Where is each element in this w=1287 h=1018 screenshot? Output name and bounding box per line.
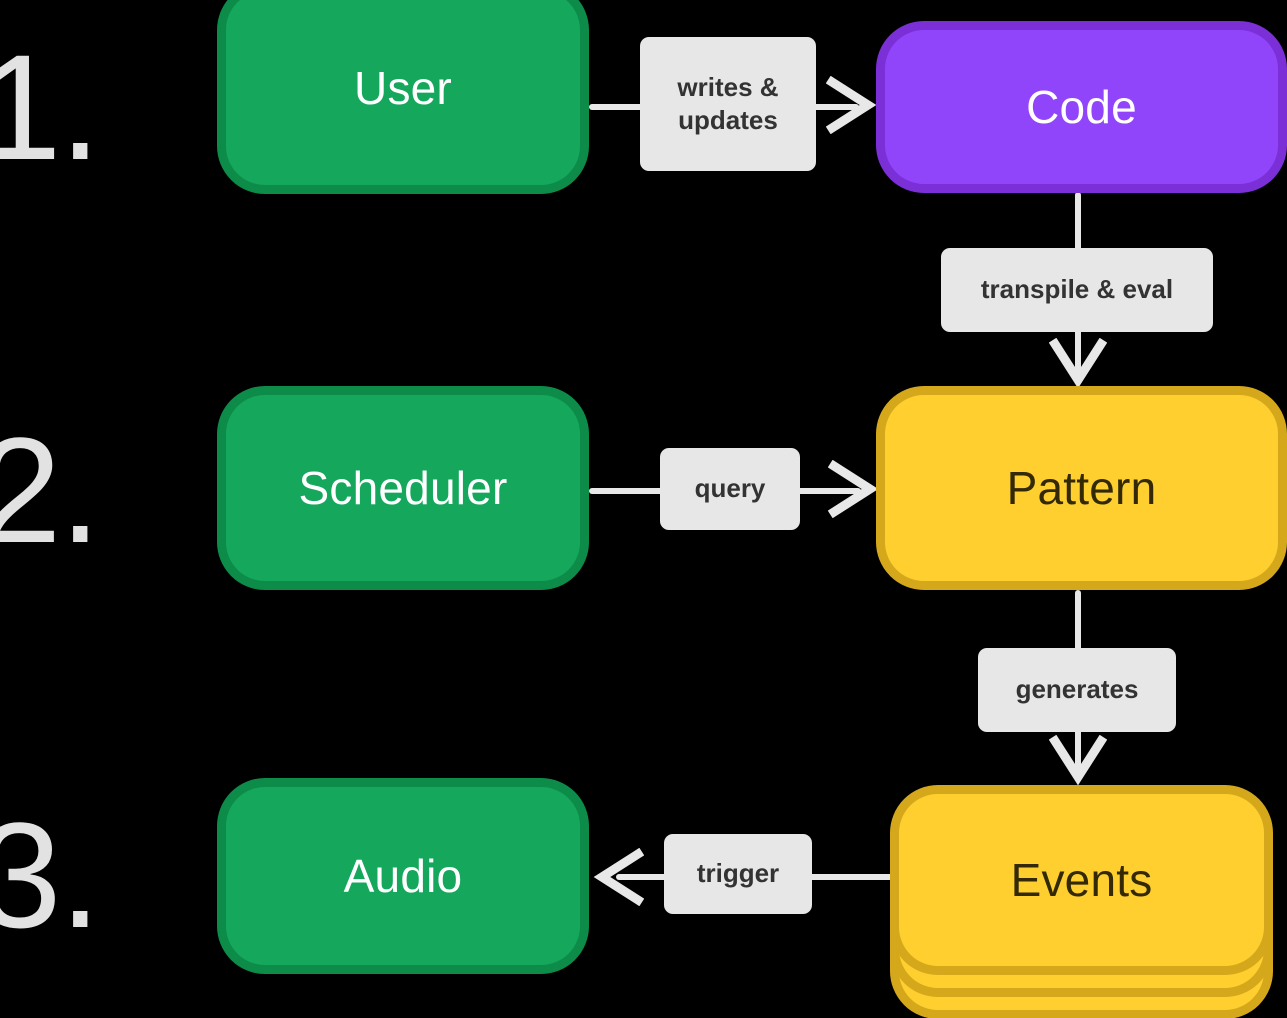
edge-label-trigger: trigger xyxy=(664,834,812,914)
node-scheduler[interactable]: Scheduler xyxy=(217,386,589,590)
arrowhead-pattern-events xyxy=(1048,734,1108,787)
node-user[interactable]: User xyxy=(217,0,589,194)
node-events[interactable]: Events xyxy=(890,785,1273,975)
node-audio-label: Audio xyxy=(343,850,463,902)
edge-label-transpile-eval: transpile & eval xyxy=(941,248,1213,332)
node-user-label: User xyxy=(354,62,452,114)
arrowhead-events-audio xyxy=(592,847,645,907)
node-events-label: Events xyxy=(1010,854,1153,906)
node-pattern[interactable]: Pattern xyxy=(876,386,1287,590)
edge-label-generates: generates xyxy=(978,648,1176,732)
arrowhead-user-code xyxy=(825,75,878,135)
step-number-1: 1. xyxy=(0,23,101,191)
step-number-3: 3. xyxy=(0,791,101,959)
edge-label-writes-updates: writes & updates xyxy=(640,37,816,171)
node-audio[interactable]: Audio xyxy=(217,778,589,974)
edge-label-query: query xyxy=(660,448,800,530)
node-pattern-label: Pattern xyxy=(1006,462,1157,514)
node-scheduler-label: Scheduler xyxy=(298,462,508,514)
node-code[interactable]: Code xyxy=(876,21,1287,193)
node-code-label: Code xyxy=(1026,81,1137,133)
arrowhead-scheduler-pattern xyxy=(827,459,880,519)
arrowhead-code-pattern xyxy=(1048,337,1108,390)
step-number-2: 2. xyxy=(0,406,101,574)
